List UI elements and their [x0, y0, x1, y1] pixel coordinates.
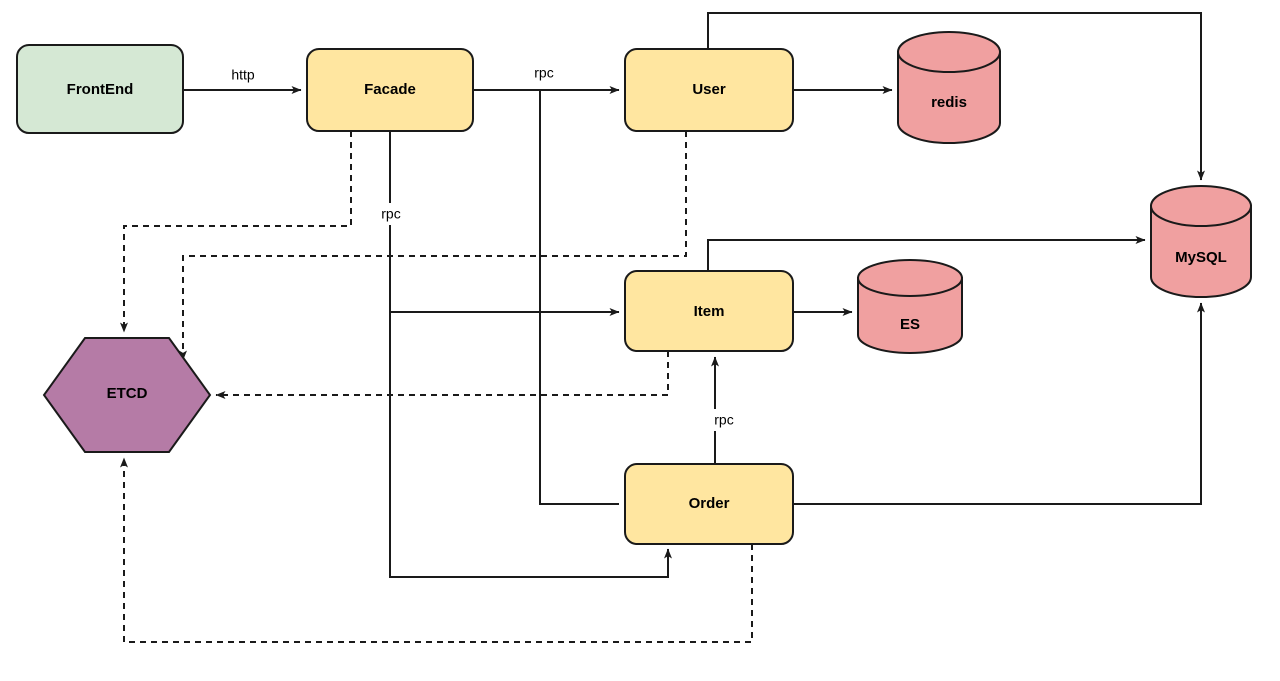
node-facade-label: Facade — [364, 81, 416, 98]
node-order[interactable]: Order — [624, 463, 794, 545]
edge-facade-etcd — [120, 131, 352, 333]
edge-facade-item — [389, 131, 620, 316]
node-mysql[interactable]: MySQL — [1150, 185, 1252, 298]
edge-order-mysql — [793, 302, 1205, 505]
node-layer: FrontEnd Facade User Item Order — [16, 31, 1252, 545]
node-es[interactable]: ES — [857, 259, 963, 354]
edge-layer — [120, 12, 1205, 643]
edge-label-rpc-facade-item: rpc — [381, 206, 400, 222]
edge-facade-order-return — [389, 312, 672, 578]
node-user[interactable]: User — [624, 48, 794, 132]
edge-label-bg-rpc-item — [374, 203, 408, 225]
node-order-label: Order — [689, 495, 730, 512]
edge-order-etcd — [120, 457, 753, 643]
node-etcd[interactable]: ETCD — [42, 337, 212, 453]
node-frontend-label: FrontEnd — [67, 81, 134, 98]
node-etcd-label: ETCD — [107, 385, 148, 402]
edge-user-mysql — [707, 12, 1205, 181]
edge-label-layer: http rpc rpc rpc — [225, 62, 741, 431]
edge-facade-order — [539, 90, 619, 505]
node-mysql-label: MySQL — [1175, 249, 1227, 266]
edge-label-bg-rpc-user — [527, 62, 561, 84]
node-es-label: ES — [900, 316, 920, 333]
node-redis[interactable]: redis — [897, 31, 1001, 144]
edge-user-etcd — [179, 131, 687, 361]
edge-label-rpc-facade-user: rpc — [534, 65, 553, 81]
node-facade[interactable]: Facade — [306, 48, 474, 132]
node-item-label: Item — [694, 303, 725, 320]
node-user-label: User — [692, 81, 726, 98]
edge-label-bg-rpc-order — [707, 409, 741, 431]
edge-item-mysql — [707, 236, 1146, 271]
edge-label-rpc-order-item: rpc — [714, 412, 733, 428]
node-item[interactable]: Item — [624, 270, 794, 352]
node-frontend[interactable]: FrontEnd — [16, 44, 184, 134]
edge-label-http: http — [231, 67, 255, 83]
edge-label-bg-http — [225, 64, 262, 86]
edge-item-etcd — [215, 351, 669, 399]
node-redis-label: redis — [931, 94, 967, 111]
